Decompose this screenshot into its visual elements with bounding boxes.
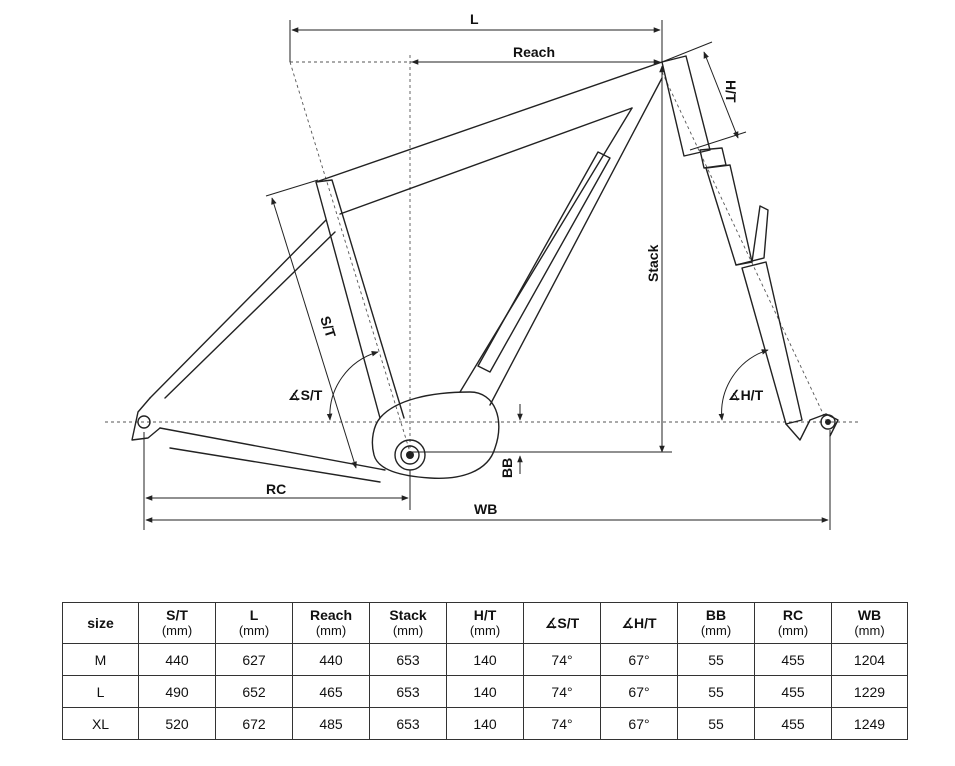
value-cell: 67° xyxy=(600,643,678,676)
size-cell: M xyxy=(62,643,139,676)
value-cell: 440 xyxy=(292,643,370,676)
label-ht-angle-text: H/T xyxy=(741,387,764,403)
size-cell: XL xyxy=(62,707,139,740)
label-reach: Reach xyxy=(513,44,555,60)
label-ht-angle: ∡H/T xyxy=(728,387,764,403)
label-stack: Stack xyxy=(645,244,661,282)
column-header: ∡S/T xyxy=(523,602,601,644)
value-cell: 1249 xyxy=(831,707,908,740)
value-cell: 455 xyxy=(754,643,832,676)
column-header: BB(mm) xyxy=(677,602,755,644)
value-cell: 140 xyxy=(446,675,524,708)
bike-geometry-diagram: L Reach H/T Stack S/T ∡S/T ∡H/T BB RC WB xyxy=(105,11,860,530)
label-wb: WB xyxy=(474,501,497,517)
value-cell: 672 xyxy=(215,707,293,740)
angle-icon: ∡ xyxy=(728,387,741,403)
value-cell: 55 xyxy=(677,643,755,676)
column-header-name: S/T xyxy=(166,607,188,623)
column-header-unit: (mm) xyxy=(700,623,732,638)
value-cell: 485 xyxy=(292,707,370,740)
value-cell: 55 xyxy=(677,675,755,708)
column-header-name: ∡S/T xyxy=(544,614,580,631)
column-header: Stack(mm) xyxy=(369,602,447,644)
column-header-unit: (mm) xyxy=(238,623,270,638)
column-header: L(mm) xyxy=(215,602,293,644)
value-cell: 55 xyxy=(677,707,755,740)
value-cell: 627 xyxy=(215,643,293,676)
value-cell: 1229 xyxy=(831,675,908,708)
value-cell: 455 xyxy=(754,675,832,708)
column-header: ∡H/T xyxy=(600,602,678,644)
label-l: L xyxy=(470,11,479,27)
size-cell: L xyxy=(62,675,139,708)
value-cell: 440 xyxy=(138,643,216,676)
column-header-name: WB xyxy=(857,607,882,623)
value-cell: 74° xyxy=(523,675,601,708)
bike-frame xyxy=(131,55,839,483)
label-ht: H/T xyxy=(723,80,739,103)
value-cell: 140 xyxy=(446,643,524,676)
angle-icon: ∡ xyxy=(288,387,301,403)
value-cell: 140 xyxy=(446,707,524,740)
column-header: WB(mm) xyxy=(831,602,908,644)
column-header: H/T(mm) xyxy=(446,602,524,644)
column-header-name: RC xyxy=(782,607,804,623)
value-cell: 67° xyxy=(600,707,678,740)
value-cell: 1204 xyxy=(831,643,908,676)
column-header-name: Stack xyxy=(389,607,427,623)
value-cell: 465 xyxy=(292,675,370,708)
column-header-name: H/T xyxy=(473,607,497,623)
value-cell: 520 xyxy=(138,707,216,740)
value-cell: 67° xyxy=(600,675,678,708)
column-header-unit: (mm) xyxy=(854,623,885,638)
value-cell: 653 xyxy=(369,707,447,740)
value-cell: 653 xyxy=(369,643,447,676)
value-cell: 455 xyxy=(754,707,832,740)
dimension-lines xyxy=(143,20,831,530)
label-st-angle-text: S/T xyxy=(301,387,323,403)
value-cell: 74° xyxy=(523,643,601,676)
column-header-unit: (mm) xyxy=(777,623,809,638)
column-header-name: Reach xyxy=(309,607,353,623)
value-cell: 652 xyxy=(215,675,293,708)
column-header-name: L xyxy=(249,607,259,623)
label-st: S/T xyxy=(317,314,339,340)
label-st-angle: ∡S/T xyxy=(288,387,323,403)
column-header: RC(mm) xyxy=(754,602,832,644)
label-bb: BB xyxy=(499,458,515,478)
value-cell: 653 xyxy=(369,675,447,708)
column-header-name: ∡H/T xyxy=(621,614,657,631)
column-header-name: size xyxy=(87,614,114,631)
value-cell: 490 xyxy=(138,675,216,708)
column-header-name: BB xyxy=(705,607,727,623)
column-header-unit: (mm) xyxy=(469,623,501,638)
column-header: S/T(mm) xyxy=(138,602,216,644)
column-header: Reach(mm) xyxy=(292,602,370,644)
value-cell: 74° xyxy=(523,707,601,740)
dimension-labels: L Reach H/T Stack S/T ∡S/T ∡H/T BB RC WB xyxy=(266,11,764,517)
column-header-unit: (mm) xyxy=(161,623,193,638)
column-header-unit: (mm) xyxy=(315,623,347,638)
column-header-unit: (mm) xyxy=(392,623,424,638)
label-rc: RC xyxy=(266,481,286,497)
column-header: size xyxy=(62,602,139,644)
